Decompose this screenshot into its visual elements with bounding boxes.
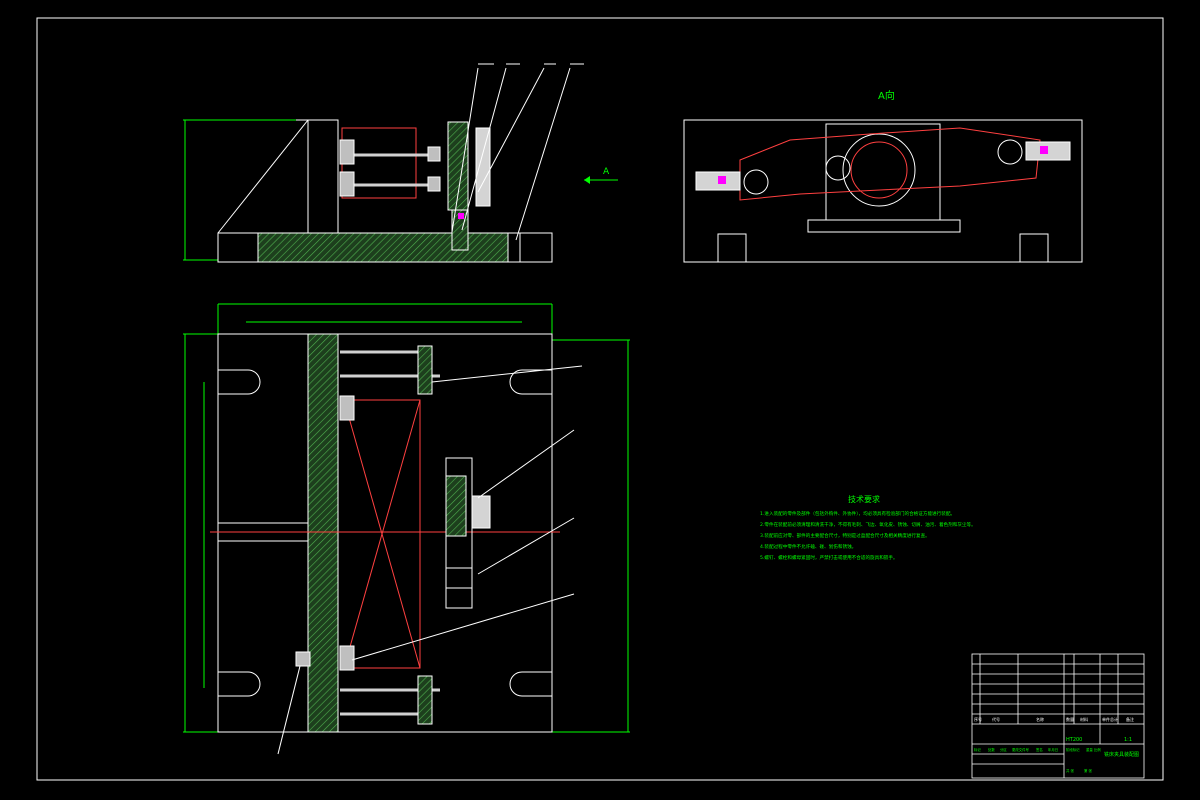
tb-sign: 签名	[1036, 747, 1043, 752]
tb-header: 数量	[1066, 716, 1074, 722]
tech-line: 4.装配过程中零件不允许磕、碰、划伤和锈蚀。	[760, 543, 856, 550]
tb-sign: 分区	[1000, 747, 1007, 752]
tech-line: 5.螺钉、螺栓和螺母紧固时，严禁打击或使用不合适的旋具和扳手。	[760, 554, 898, 561]
view-a-label: A向	[878, 89, 895, 102]
tb-drawing-name: 铣床夹具装配图	[1104, 751, 1139, 758]
tb-stage: 比例	[1094, 747, 1101, 752]
title-block	[971, 653, 1145, 779]
tb-sign: 标记	[974, 747, 981, 752]
tb-header: 材料	[1080, 716, 1088, 722]
tb-header: 备注	[1126, 716, 1134, 722]
tb-scale: 1:1	[1124, 737, 1132, 743]
tb-header: 代号	[992, 716, 1000, 722]
tech-line: 3.装配前应对零、部件的主要配合尺寸，特别是过盈配合尺寸及相关精度进行复查。	[760, 532, 930, 539]
tb-sheet: 共 张	[1066, 768, 1074, 773]
tb-sign: 处数	[988, 747, 995, 752]
tech-title: 技术要求	[848, 494, 880, 504]
tb-header: 序号	[974, 716, 982, 722]
view-a	[683, 119, 1083, 263]
title-block-text: 铣床夹具装配图 HT200 1:1 序号 代号 名称 数量 材料 单件 总计 备…	[974, 716, 1139, 773]
outer-border	[36, 17, 1164, 781]
tech-requirements: 技术要求 1.进入装配的零件及部件（包括外购件、外协件），均必须具有检验部门的合…	[760, 494, 976, 561]
tb-header: 名称	[1036, 716, 1044, 722]
section-arrow-label: A	[603, 167, 610, 177]
tb-sign: 年月日	[1048, 747, 1058, 752]
tb-header: 总计	[1110, 716, 1118, 722]
tech-line: 1.进入装配的零件及部件（包括外购件、外协件），均必须具有检验部门的合格证方能进…	[760, 510, 955, 517]
front-view	[183, 63, 618, 263]
tech-line: 2.零件在装配前必须清理和清洗干净，不得有毛刺、飞边、氧化皮、锈蚀、切屑、油污、…	[760, 521, 976, 528]
top-view	[183, 303, 630, 755]
tb-sign: 更改文件号	[1012, 747, 1030, 752]
tb-stage: 阶段标记	[1066, 747, 1080, 752]
tb-sheet: 第 张	[1084, 768, 1092, 773]
tb-stage: 重量	[1086, 747, 1093, 752]
tb-header: 单件	[1102, 716, 1110, 722]
tb-material: HT200	[1066, 737, 1082, 743]
